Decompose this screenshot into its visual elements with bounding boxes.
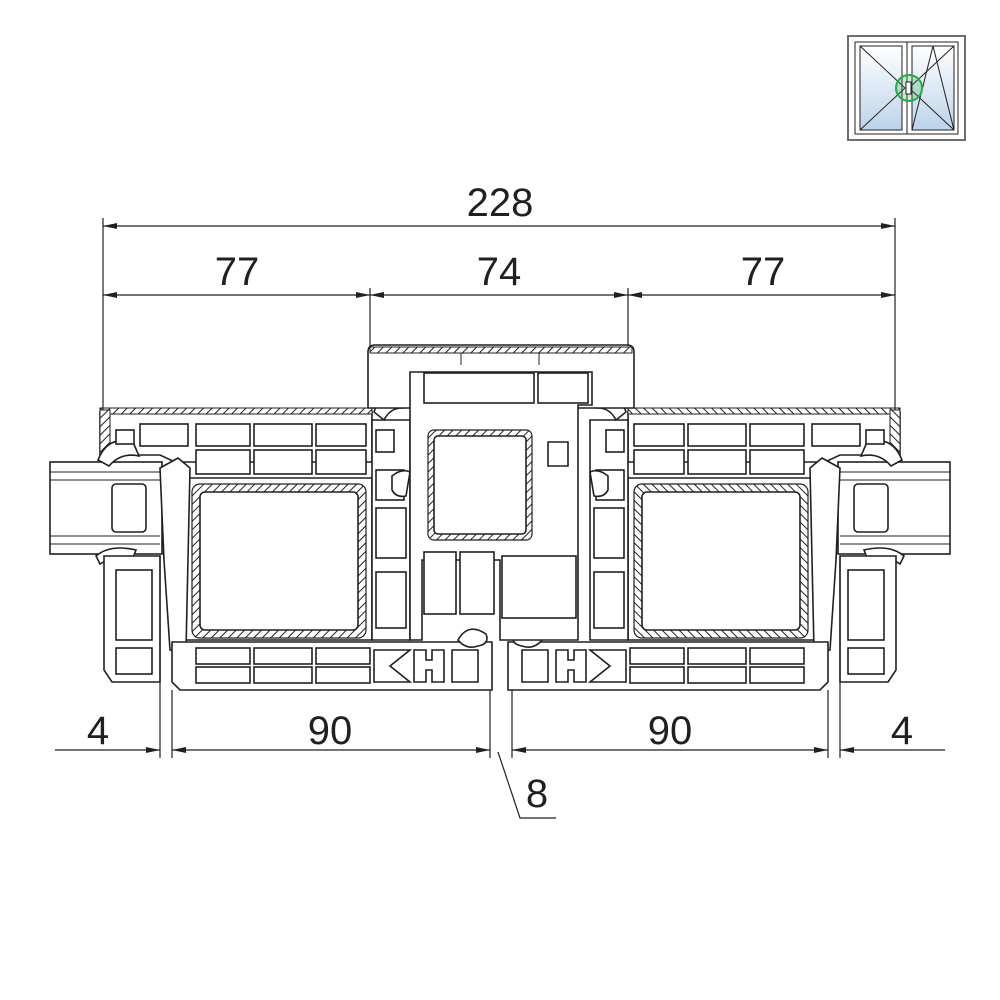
center-mullion: [367, 344, 635, 641]
double-window-tilt-turn-icon: [847, 35, 966, 141]
dimension-lines: [55, 223, 945, 819]
dim-left-offset: 4: [87, 709, 109, 753]
dim-mullion: 74: [477, 250, 522, 294]
dim-left-frame: 90: [308, 709, 353, 753]
dim-right-offset: 4: [891, 709, 913, 753]
dim-overall: 228: [467, 181, 534, 225]
dim-left-sash: 77: [215, 250, 260, 294]
dim-right-sash: 77: [741, 250, 786, 294]
dim-gap: 8: [526, 772, 548, 816]
dim-right-frame: 90: [648, 709, 693, 753]
